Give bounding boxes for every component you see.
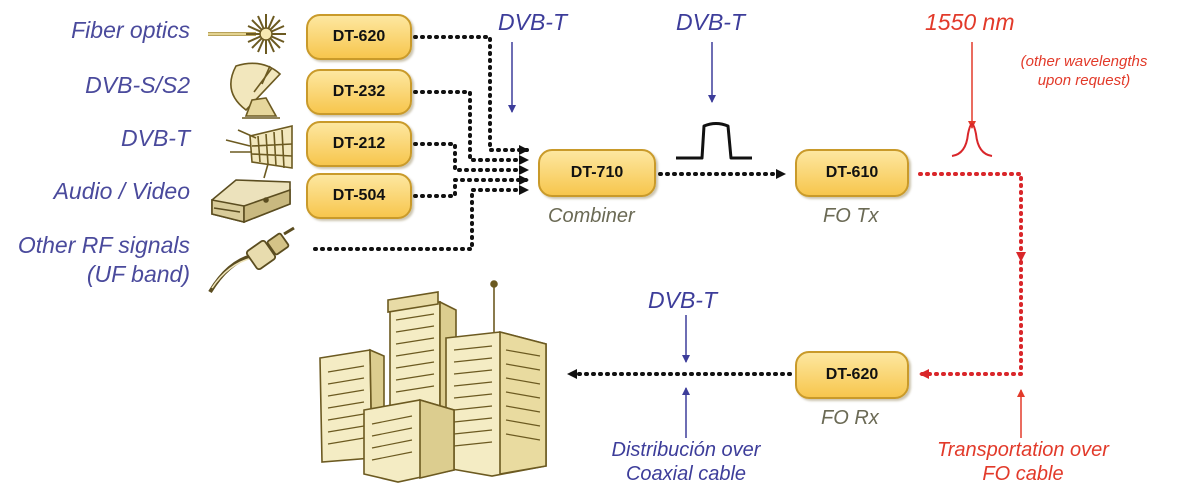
source-label-uf-band: (UF band) <box>86 261 190 287</box>
source-label-other-rf: Other RF signals <box>17 232 190 258</box>
module-dt212[interactable]: DT-212 <box>306 121 412 167</box>
antenna-icon <box>225 124 293 179</box>
label-dvbt-spectrum: DVB-T <box>676 9 745 35</box>
city-buildings-icon <box>319 280 547 483</box>
label-wavelength-note-2: upon request) <box>1037 72 1131 89</box>
link-dt620-to-combiner <box>413 35 530 155</box>
transport-line-1: Transportation over <box>937 439 1109 461</box>
distribution-line-1: Distribución over <box>611 439 761 461</box>
label-wavelength: 1550 nm <box>925 9 1015 35</box>
module-dt232[interactable]: DT-232 <box>306 69 412 115</box>
transport-line-2: FO cable <box>982 463 1064 485</box>
laser-icon <box>208 14 286 54</box>
source-label-dvb-s: DVB-S/S2 <box>85 72 190 98</box>
module-dt710-combiner[interactable]: DT-710 <box>538 149 656 197</box>
link-dt504-to-combiner <box>413 175 530 198</box>
label-dvbt-combined: DVB-T <box>498 9 567 35</box>
rx-caption: FO Rx <box>821 407 879 429</box>
link-rf-to-combiner <box>313 185 530 251</box>
link-dt232-to-combiner <box>413 90 530 165</box>
distribution-line-2: Coaxial cable <box>625 463 747 485</box>
label-dvbt-distribution: DVB-T <box>648 287 717 313</box>
rf-connector-icon <box>208 226 295 294</box>
combiner-caption: Combiner <box>548 205 635 227</box>
source-label-dvb-t: DVB-T <box>121 125 190 151</box>
satellite-dish-icon <box>230 62 282 119</box>
media-player-icon <box>211 179 291 224</box>
tx-caption: FO Tx <box>823 205 879 227</box>
label-wavelength-note-1: (other wavelengths <box>1020 53 1148 70</box>
fiber-link-down <box>918 172 1023 376</box>
module-dt610-tx[interactable]: DT-610 <box>795 149 909 197</box>
fiber-arrow-mid <box>1016 252 1026 262</box>
module-dt620-input[interactable]: DT-620 <box>306 14 412 60</box>
link-dt212-to-combiner <box>413 142 530 175</box>
dvbt-spectrum-icon <box>676 122 752 160</box>
source-label-audio-video: Audio / Video <box>53 178 190 204</box>
optical-carrier-icon <box>951 123 993 157</box>
module-dt504[interactable]: DT-504 <box>306 173 412 219</box>
module-dt620-rx[interactable]: DT-620 <box>795 351 909 399</box>
source-label-fiber-optics: Fiber optics <box>71 17 190 43</box>
